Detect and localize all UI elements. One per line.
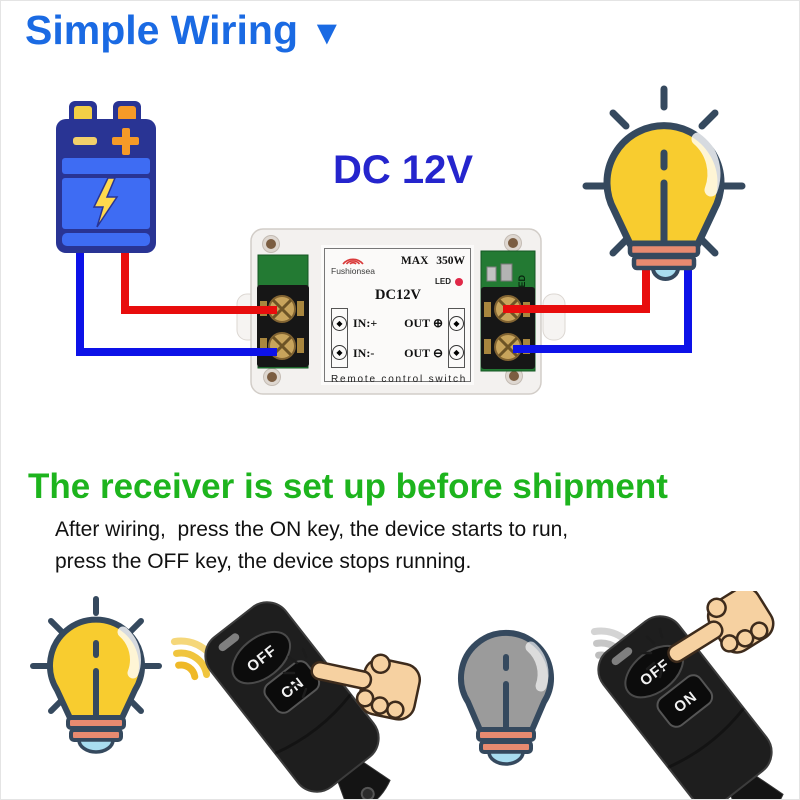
- remote-led-slot: [611, 647, 633, 666]
- diamond-marker-icon: ◆: [449, 345, 464, 360]
- lightning-bolt-icon: [92, 177, 119, 228]
- terminal-marker-column-right: ◆ ◆: [448, 308, 465, 368]
- wires: [76, 243, 692, 356]
- off-button: [231, 630, 291, 685]
- led-indicator: [455, 277, 463, 286]
- bulb-on-icon: [30, 596, 162, 754]
- instruction-text: After wiring, press the ON key, the devi…: [55, 514, 568, 578]
- terminal-block-left: [257, 285, 309, 367]
- wifi-arcs-icon: [342, 258, 364, 265]
- bulb-rays: [582, 85, 746, 257]
- terminal-block-right: [481, 287, 535, 369]
- supply-voltage-label: DC 12V: [333, 148, 474, 192]
- scene-on: OFF ON: [30, 596, 421, 799]
- bulb-off-icon: [458, 629, 554, 766]
- triangle-down-icon: ▼: [310, 14, 344, 52]
- out-positive-label: OUT ⊕: [404, 315, 443, 330]
- scene-off: OFF ON: [458, 591, 784, 799]
- press-burst-icon: [282, 647, 308, 699]
- page-title-text: Simple Wiring: [25, 7, 298, 53]
- instruction-line-2: press the OFF key, the device stops runn…: [55, 550, 472, 573]
- case-screws: [262, 234, 523, 386]
- page-title: Simple Wiring ▼: [25, 7, 344, 54]
- module-voltage-label: DC12V: [375, 287, 421, 303]
- terminal-marker-column-left: ◆ ◆: [331, 308, 348, 368]
- module-label-panel: Fushionsea MAX 350W LED DC12V ◆ ◆ IN:+ O…: [321, 245, 474, 385]
- section-heading: The receiver is set up before shipment: [28, 467, 668, 506]
- brand-name: Fushionsea: [331, 266, 375, 276]
- wire-load-negative: [513, 261, 692, 353]
- minus-symbol: [73, 137, 97, 145]
- out-negative-label: OUT ⊖: [404, 345, 443, 360]
- diamond-marker-icon: ◆: [332, 345, 347, 360]
- brand-block: Fushionsea: [331, 252, 375, 276]
- diamond-marker-icon: ◆: [449, 316, 464, 331]
- max-power-label: MAX 350W: [400, 255, 465, 267]
- remote-control-on: OFF ON: [204, 601, 391, 799]
- wiring-diagram: LED: [56, 85, 746, 395]
- press-finger-icon: [667, 591, 775, 664]
- wire-battery-negative: [76, 243, 277, 356]
- led-label: LED: [435, 277, 451, 286]
- instruction-line-1: After wiring, press the ON key, the devi…: [55, 518, 569, 541]
- press-finger-icon: [310, 653, 421, 721]
- wire-battery-positive: [121, 243, 277, 314]
- remote-led-slot: [218, 633, 240, 652]
- in-negative-label: IN:-: [353, 345, 375, 360]
- bulb-tip: [650, 266, 681, 281]
- wire-load-positive: [503, 261, 650, 313]
- press-burst-icon: [640, 627, 664, 679]
- module-label-frame: Fushionsea MAX 350W LED DC12V ◆ ◆ IN:+ O…: [324, 248, 471, 385]
- io-labels: IN:+ OUT ⊕ IN:- OUT ⊖: [348, 308, 448, 368]
- mounting-ear-right: [542, 293, 566, 341]
- pcb-led-label: LED: [517, 274, 527, 293]
- led-row: LED: [331, 277, 463, 286]
- in-positive-label: IN:+: [353, 315, 378, 330]
- battery-terminal-positive: [118, 106, 136, 121]
- module-footer-label: Remote control switch: [331, 374, 468, 385]
- diamond-marker-icon: ◆: [332, 316, 347, 331]
- battery-icon: [56, 101, 156, 253]
- on-button: [656, 674, 714, 728]
- plus-symbol: [112, 128, 139, 155]
- battery-terminal-negative: [74, 106, 92, 121]
- remote-demo-illustration: OFF ON: [30, 591, 784, 799]
- bulb-icon: [582, 85, 746, 281]
- remote-control-off: OFF ON: [597, 615, 784, 799]
